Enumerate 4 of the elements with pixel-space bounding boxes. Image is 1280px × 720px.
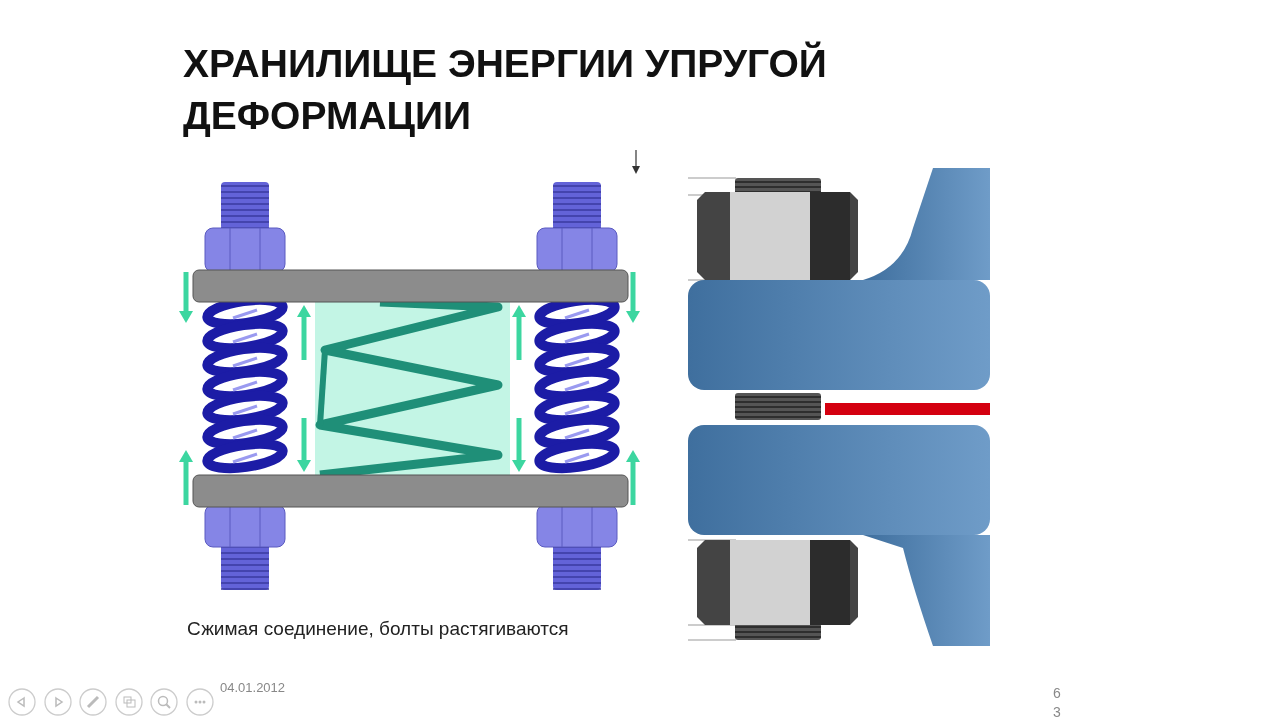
- date-label: 04.01.2012: [220, 680, 286, 695]
- page-number: 6 3: [1053, 684, 1062, 720]
- slide-title: ХРАНИЛИЩЕ ЭНЕРГИИ УПРУГОЙ ДЕФОРМАЦИИ: [183, 40, 828, 139]
- caption: Сжимая соединение, болты растягиваются: [187, 618, 569, 640]
